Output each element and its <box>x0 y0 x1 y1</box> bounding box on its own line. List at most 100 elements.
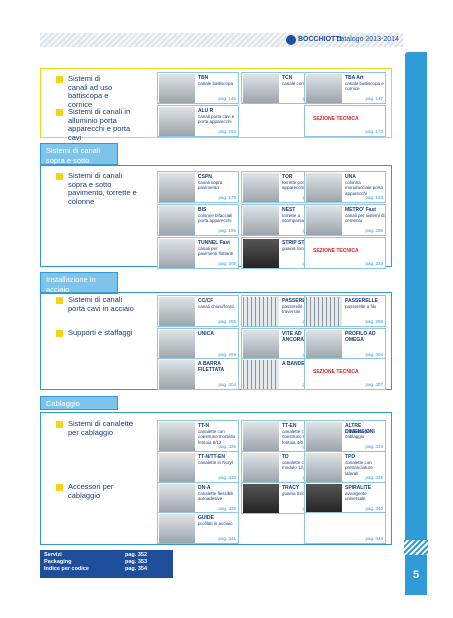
product-page: pag. 304 <box>218 382 236 387</box>
product-name: PASSERELLE <box>345 298 378 304</box>
page-number: 5 <box>405 555 427 595</box>
section-label: Accessori per cablaggio <box>56 482 136 500</box>
product-desc: guaina raccoglicavi <box>282 246 321 251</box>
product-name: UNA <box>345 174 356 180</box>
product-image <box>159 453 195 482</box>
product-name: GUIDE <box>198 515 214 521</box>
product-page: pag. 146 <box>218 96 236 101</box>
product-desc: guaina trecciata <box>282 491 314 496</box>
product-desc: canalette per cablaggio <box>345 429 372 440</box>
product-desc: canali porta cavi e porta apparecchi <box>198 114 235 125</box>
product-desc: colonne bifacciali porta apparecchi <box>198 213 233 224</box>
product-desc: canali per sistemi di cemento <box>345 213 385 224</box>
product-image <box>306 297 342 326</box>
product-page: pag. 341 <box>218 536 236 541</box>
product-image <box>159 206 195 235</box>
sidebar-stripe <box>404 540 428 556</box>
bottom-label: Indice per codice <box>44 566 89 572</box>
tecnica-card[interactable]: pag. 344 <box>304 512 386 544</box>
product-name: PASSERELLE <box>282 298 315 304</box>
product-name: TT-N/TT-EN <box>198 454 225 460</box>
product-image <box>243 422 279 451</box>
section-box-4 <box>40 412 392 545</box>
product-desc: canale battiscopa <box>198 81 234 86</box>
product-image <box>243 360 279 389</box>
product-desc: canali per pavimenti flottanti <box>198 246 234 257</box>
product-page: pag. 208 <box>365 228 383 233</box>
product-page: pag. 295 <box>365 319 383 324</box>
tecnica-page: pag. 344 <box>365 536 383 541</box>
product-page: pag. 299 <box>218 352 236 357</box>
tecnica-label: SEZIONE TECNICA <box>313 116 359 122</box>
product-page: pag. 338 <box>218 506 236 511</box>
product-image <box>159 297 195 326</box>
product-image <box>306 206 342 235</box>
product-image <box>306 74 342 103</box>
catalog-title: catalogo 2013-2014 <box>337 36 399 43</box>
product-name: CC/CF <box>198 298 214 304</box>
product-name: TPD <box>345 454 355 460</box>
product-name: TOR <box>282 174 293 180</box>
header-band <box>40 33 403 47</box>
product-page: pag. 255 <box>218 319 236 324</box>
section-label: Sistemi di canali in alluminio porta app… <box>56 107 140 142</box>
product-desc: torrette a scomparsa <box>282 213 305 224</box>
tecnica-label: SEZIONE TECNICA <box>313 369 359 375</box>
sidebar-tab <box>405 52 427 542</box>
product-image <box>243 330 279 359</box>
product-desc: passerelle a traversini <box>282 304 307 315</box>
product-card[interactable]: PROFILO AD OMEGA pag. 304 <box>304 328 386 360</box>
product-name: PROFILO AD OMEGA <box>345 331 376 343</box>
product-desc: canali chiusi/forati <box>198 304 234 309</box>
product-desc: canalette con modulo 12,5 <box>282 460 309 471</box>
product-page: pag. 209 <box>218 261 236 266</box>
product-name: TUNNEL Fast <box>198 240 230 246</box>
bottom-page: pag. 352 <box>125 552 148 558</box>
product-page: pag. 163 <box>218 129 236 134</box>
section-label: Supporti e staffaggi <box>56 328 140 338</box>
product-page: pag. 304 <box>365 352 383 357</box>
product-page: pag. 340 <box>365 506 383 511</box>
section-header: Installazione in acciaio <box>40 272 118 294</box>
product-name: TD <box>282 454 289 460</box>
product-image <box>159 360 195 389</box>
product-image <box>159 422 195 451</box>
product-name: TCN <box>282 75 293 81</box>
product-image <box>243 239 279 268</box>
product-image <box>159 514 195 543</box>
product-desc: canale cornice <box>282 81 312 86</box>
product-image <box>306 484 342 513</box>
product-page: pag. 326 <box>218 444 236 449</box>
tecnica-label: SEZIONE TECNICA <box>313 248 359 254</box>
product-image <box>243 173 279 202</box>
product-image <box>159 173 195 202</box>
product-name: TRACY <box>282 485 300 491</box>
product-image <box>306 173 342 202</box>
product-name: NEST <box>282 207 296 213</box>
